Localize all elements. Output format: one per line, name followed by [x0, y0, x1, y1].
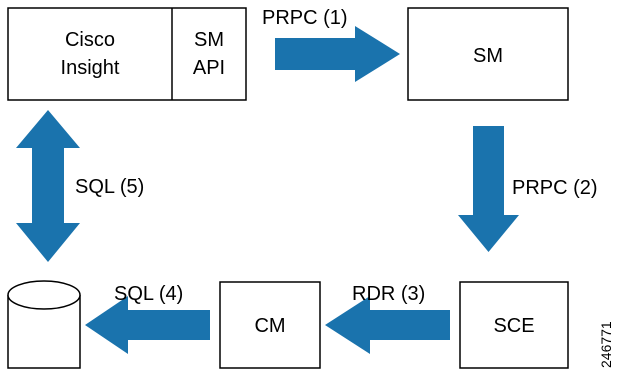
sm-api-label-line1: SM [194, 29, 224, 51]
cisco-insight-node: Cisco Insight [7, 7, 247, 101]
edge-sql-4: SQL (4) [85, 283, 210, 354]
edge-label-sql-5: SQL (5) [75, 176, 144, 198]
sce-label: SCE [493, 315, 534, 337]
arrow-down-icon [458, 126, 519, 252]
sm-node: SM [407, 7, 569, 101]
edge-rdr-3: RDR (3) [325, 283, 450, 354]
arrow-bidirectional-icon [16, 110, 80, 262]
figure-id: 246771 [598, 321, 614, 368]
database-icon [7, 280, 81, 369]
edge-label-prpc-1: PRPC (1) [262, 7, 348, 29]
arrow-left-icon [85, 296, 210, 354]
sm-label: SM [473, 45, 503, 67]
edge-label-prpc-2: PRPC (2) [512, 177, 598, 199]
edge-label-rdr-3: RDR (3) [352, 283, 425, 305]
cm-label: CM [254, 315, 285, 337]
sce-node: SCE [459, 281, 569, 369]
cisco-insight-label-line1: Cisco [65, 29, 115, 51]
edge-label-sql-4: SQL (4) [114, 283, 183, 305]
cisco-insight-label-line2: Insight [61, 57, 120, 79]
edge-prpc-1: PRPC (1) [262, 7, 400, 82]
edge-prpc-2: PRPC (2) [458, 126, 598, 252]
arrow-right-icon [275, 26, 400, 82]
sm-api-label-line2: API [193, 57, 225, 79]
arrow-left-icon [325, 296, 450, 354]
edge-sql-5: SQL (5) [16, 110, 144, 262]
cm-node: CM [219, 281, 321, 369]
sm-api-node: SM API [193, 29, 225, 79]
